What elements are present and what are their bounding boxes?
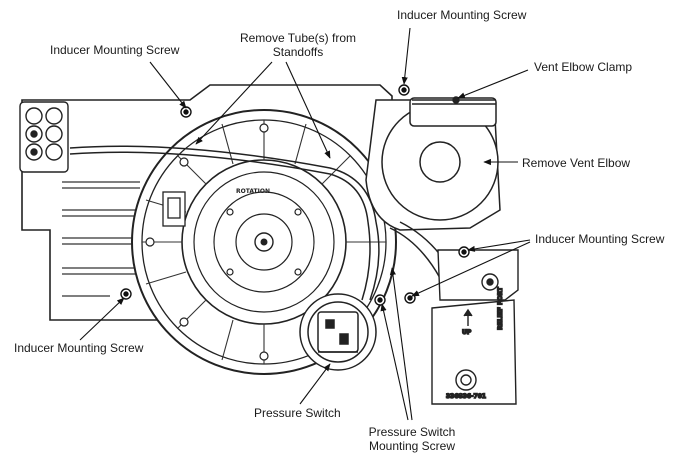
side-tab	[162, 191, 186, 227]
inducer-screw-top-right-label: Inducer Mounting Screw	[397, 8, 527, 22]
remove-tubes-line-2: Standoffs	[272, 45, 324, 59]
remove-tubes-label: Remove Tube(s) from Standoffs	[228, 31, 368, 59]
relief-port-marking: RELIEF PORT	[497, 286, 504, 330]
remove-vent-elbow-label: Remove Vent Elbow	[522, 156, 631, 170]
pressure-switch	[299, 293, 377, 371]
vacuum-tube	[69, 145, 380, 301]
leader-lines	[79, 27, 531, 421]
left-terminal-block	[19, 101, 69, 173]
pressure-switch-screw-label: Pressure Switch Mounting Screw	[352, 425, 472, 453]
inducer-screw-top-left-label: Inducer Mounting Screw	[50, 43, 180, 57]
pressure-switch-screw-line-1: Pressure Switch	[368, 425, 456, 439]
remove-tubes-line-1: Remove Tube(s) from	[239, 31, 357, 45]
vent-elbow	[365, 97, 501, 231]
pressure-switch-label: Pressure Switch	[254, 406, 341, 420]
relief-port-plate: UP 336836-701 RELIEF PORT	[431, 285, 517, 405]
inducer-screw-right-label: Inducer Mounting Screw	[535, 232, 665, 246]
vent-elbow-clamp	[412, 96, 496, 105]
plate-slots	[62, 181, 140, 297]
up-marking: UP	[462, 329, 472, 336]
part-number-marking: 336836-701	[446, 393, 486, 400]
inducer-screw-bottom-left-label: Inducer Mounting Screw	[14, 341, 144, 355]
vent-elbow-clamp-label: Vent Elbow Clamp	[534, 60, 633, 74]
rotation-label: ROTATION	[236, 188, 270, 195]
svg-text:ROTATION: ROTATION	[236, 188, 270, 195]
pressure-switch-screw-line-2: Mounting Screw	[368, 439, 456, 453]
right-bracket	[437, 249, 519, 301]
